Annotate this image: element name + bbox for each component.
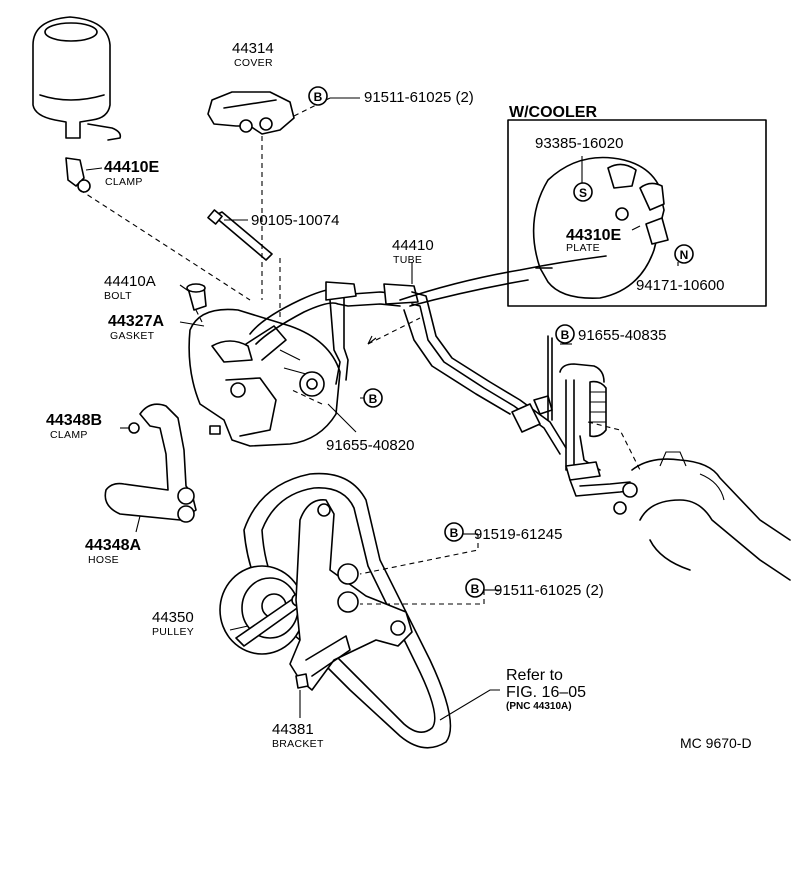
- marker-b-91511a: B: [308, 86, 328, 106]
- cooler-line-drawing: [559, 363, 638, 515]
- svg-text:B: B: [450, 526, 459, 540]
- label-91519-number: 91519-61245: [474, 526, 562, 543]
- label-44310e-caption: PLATE: [566, 242, 600, 254]
- svg-text:N: N: [680, 248, 689, 262]
- label-44348a-number: 44348A: [85, 537, 141, 554]
- return-hose-drawing: [104, 403, 197, 523]
- label-44410-number: 44410: [392, 237, 434, 254]
- bolt-44410a-drawing: [186, 283, 207, 311]
- label-44410e-caption: CLAMP: [105, 176, 143, 188]
- svg-text:B: B: [369, 392, 378, 406]
- cooler-box-drawing: [507, 119, 767, 307]
- refer-line3: (PNC 44310A): [506, 701, 572, 712]
- label-44348a-caption: HOSE: [88, 554, 119, 566]
- svg-text:B: B: [314, 90, 323, 104]
- label-44350-number: 44350: [152, 609, 194, 626]
- label-91655b-number: 91655-40820: [326, 437, 414, 454]
- label-44327a-caption: GASKET: [110, 330, 155, 342]
- pressure-tube-drawing: [249, 255, 607, 455]
- bolt-90105-drawing: [207, 209, 273, 261]
- marker-n-94171: N: [674, 244, 694, 264]
- label-94171-number: 94171-10600: [636, 277, 724, 294]
- marker-s-93385: S: [573, 182, 593, 202]
- label-91655a-number: 91655-40835: [578, 327, 666, 344]
- label-44348b-number: 44348B: [46, 412, 102, 429]
- steering-gear-drawing: [631, 451, 791, 581]
- label-44348b-caption: CLAMP: [50, 429, 88, 441]
- label-44381-caption: BRACKET: [272, 738, 324, 750]
- svg-text:B: B: [471, 582, 480, 596]
- label-90105-number: 90105-10074: [251, 212, 339, 229]
- bracket-44381-drawing: [289, 499, 413, 691]
- refer-line1: Refer to: [506, 667, 563, 684]
- svg-text:B: B: [561, 328, 570, 342]
- marker-b-91655b: B: [363, 388, 383, 408]
- clamp-44410e-drawing: [65, 157, 91, 193]
- leader-lines: [79, 97, 679, 721]
- label-44381-number: 44381: [272, 721, 314, 738]
- cooler-box-title: W/COOLER: [509, 104, 597, 121]
- marker-b-91655a: B: [555, 324, 575, 344]
- label-44410e-number: 44410E: [104, 159, 159, 176]
- label-44410-caption: TUBE: [393, 254, 422, 266]
- label-44310e-number: 44310E: [566, 227, 621, 244]
- cover-44314-drawing: [207, 91, 295, 135]
- diagram-code: MC 9670-D: [680, 735, 752, 751]
- refer-line2: FIG. 16–05: [506, 684, 586, 701]
- marker-b-91511b: B: [465, 578, 485, 598]
- marker-b-91519: B: [444, 522, 464, 542]
- reservoir-drawing: [32, 16, 122, 141]
- label-44350-caption: PULLEY: [152, 626, 194, 638]
- label-44410a-caption: BOLT: [104, 290, 132, 302]
- svg-text:S: S: [579, 186, 587, 200]
- label-93385-number: 93385-16020: [535, 135, 623, 152]
- pulley-44350-drawing: [219, 565, 305, 655]
- pump-body-drawing: [188, 308, 341, 447]
- label-44314-caption: COVER: [234, 57, 273, 69]
- label-91511a-number: 91511-61025 (2): [364, 89, 474, 106]
- label-44410a-number: 44410A: [104, 273, 156, 290]
- label-44314-number: 44314: [232, 40, 274, 57]
- label-91511b-number: 91511-61025 (2): [494, 582, 604, 599]
- label-44327a-number: 44327A: [108, 313, 164, 330]
